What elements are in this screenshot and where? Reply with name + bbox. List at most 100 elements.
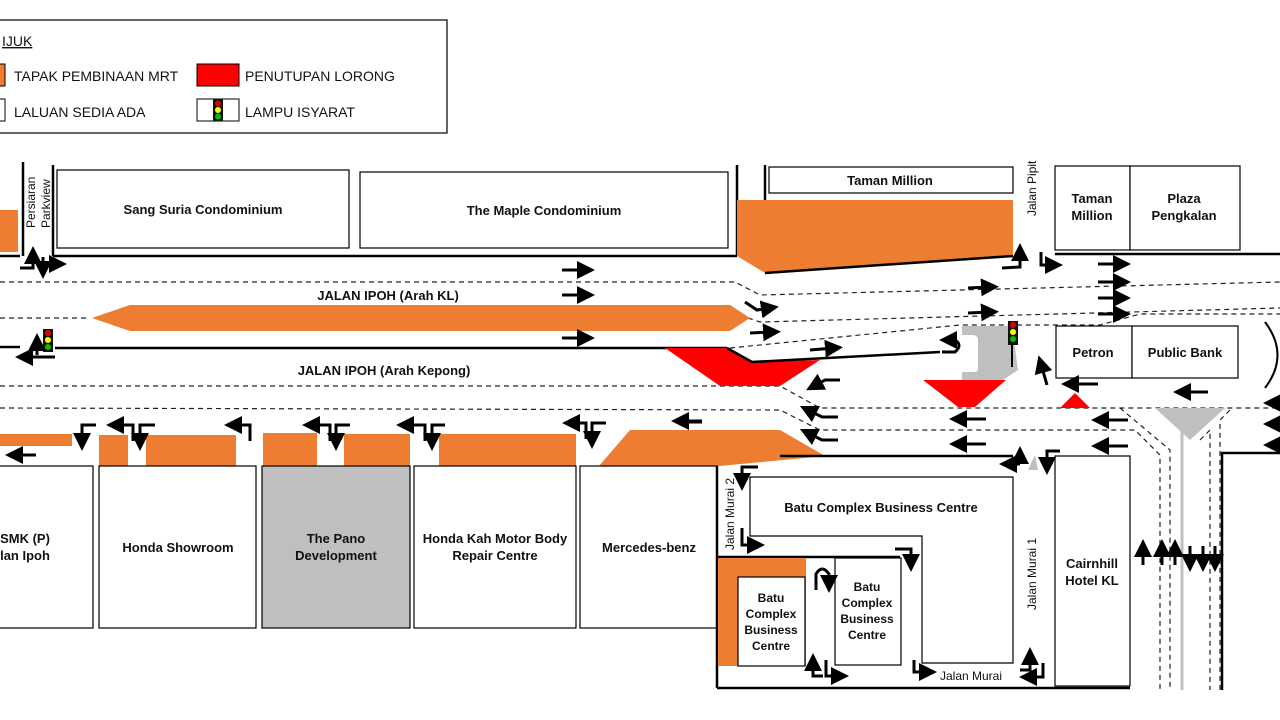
lane-closure-2: [923, 380, 1006, 407]
mrt-site-strip: [439, 434, 576, 466]
turn-arrow-icon: [1039, 252, 1063, 274]
turn-arrow-icon: [20, 246, 42, 270]
arrow-right-icon: [967, 278, 999, 297]
label-smk-1: SMK (P): [0, 531, 50, 546]
turn-arrow-icon: [1019, 663, 1045, 686]
lane-divider: [747, 307, 1280, 323]
label-maple: The Maple Condominium: [467, 203, 622, 218]
label-honda-showroom: Honda Showroom: [122, 540, 233, 555]
label-honda-kah-2: Repair Centre: [452, 548, 537, 563]
label-taman-million-1: Taman: [1072, 191, 1113, 206]
label-pano-2: Development: [295, 548, 377, 563]
arrow-right-icon: [744, 300, 779, 319]
building-public-bank: [1131, 325, 1239, 379]
building-batu-small-2: [834, 557, 902, 666]
grey-island: [962, 326, 1018, 380]
traffic-light-icon: [1008, 321, 1018, 367]
turn-arrow-icon: [804, 653, 823, 678]
road-label-persiaran: Persiaran: [24, 177, 38, 228]
arrow-left-icon: [806, 373, 840, 391]
arrow-up-icon: [1034, 355, 1053, 386]
lane-divider: [0, 385, 1280, 409]
legend-swatch-mrt: [0, 63, 6, 87]
building-cairnhill: [1054, 455, 1131, 687]
curve-edge: [1264, 321, 1279, 389]
label-cairnhill-1: Cairnhill: [1066, 556, 1118, 571]
label-mercedes: Mercedes-benz: [602, 540, 696, 555]
label-batu-small-2d: Centre: [848, 628, 886, 642]
grey-marker: [1028, 455, 1038, 470]
turn-arrow-icon: [912, 660, 937, 681]
arrow-right-icon: [967, 303, 999, 322]
label-smk-2: lan Ipoh: [0, 548, 50, 563]
legend-title: IJUK: [2, 33, 33, 49]
mrt-site-strip: [599, 430, 825, 466]
lane-closure-1: [665, 348, 820, 386]
label-sang-suria: Sang Suria Condominium: [124, 202, 283, 217]
building-honda-showroom: [98, 465, 257, 629]
label-petron: Petron: [1072, 345, 1113, 360]
road-label-parkview: Parkview: [39, 179, 53, 228]
legend-label-existing: LALUAN SEDIA ADA: [14, 104, 146, 120]
turn-arrow-icon: [224, 416, 252, 441]
mrt-site-left-top: [0, 210, 18, 252]
road-edge: [764, 254, 1014, 275]
arrow-left-icon: [799, 428, 838, 446]
turn-arrow-icon: [423, 423, 445, 451]
turn-arrow-icon: [327, 423, 350, 451]
road-edge: [1220, 451, 1280, 690]
legend-swatch-closure: [196, 63, 240, 87]
label-cairnhill-2: Hotel KL: [1065, 573, 1119, 588]
turn-arrow-icon: [583, 421, 606, 449]
mrt-site-strip: [344, 434, 410, 466]
arrow-right-icon: [809, 339, 843, 358]
label-batu-small-2b: Complex: [842, 596, 893, 610]
road-label-jalan-ipoh-kl: JALAN IPOH (Arah KL): [317, 288, 459, 303]
mrt-site-strip: [0, 434, 72, 446]
traffic-arrows: [5, 243, 1280, 686]
legend-label-signal: LAMPU ISYARAT: [245, 104, 355, 120]
u-turn-icon: [939, 331, 961, 354]
label-taman-million-top: Taman Million: [847, 173, 933, 188]
lane-divider: [0, 407, 1161, 690]
building-smk: [0, 465, 94, 629]
road-label-jalan-murai-2: Jalan Murai 2: [723, 478, 737, 550]
label-batu-small-1c: Business: [744, 623, 798, 637]
turn-arrow-icon: [733, 465, 758, 491]
u-turn-icon: [814, 567, 838, 593]
turn-arrow-icon: [895, 547, 920, 572]
label-batu-main: Batu Complex Business Centre: [784, 500, 978, 515]
label-taman-million-2: Million: [1071, 208, 1112, 223]
turn-arrow-icon: [1038, 449, 1060, 475]
lane-divider: [1119, 407, 1171, 690]
turn-arrow-icon: [131, 423, 155, 451]
mrt-site-strip: [263, 433, 317, 466]
mrt-site-median: [92, 305, 750, 331]
lane-divider: [1199, 428, 1211, 690]
building-taman-million-top: [768, 166, 1014, 194]
road-label-jalan-murai: Jalan Murai: [940, 669, 1002, 683]
label-batu-small-1d: Centre: [752, 639, 790, 653]
turn-arrow-icon: [1020, 647, 1039, 672]
road-edge: [751, 350, 941, 364]
lane-divider: [0, 281, 1280, 296]
building-sang-suria: [56, 169, 350, 249]
legend-swatch-existing: [0, 98, 6, 122]
label-honda-kah-1: Honda Kah Motor Body: [423, 531, 568, 546]
building-plaza-pengkalan: [1129, 165, 1241, 251]
lane-closure-3: [1060, 393, 1090, 408]
road-label-jalan-pipit: Jalan Pipit: [1025, 160, 1039, 216]
road-label-jalan-ipoh-kepong: JALAN IPOH (Arah Kepong): [298, 363, 471, 378]
mrt-site-strip: [146, 435, 236, 466]
road-edge: [726, 346, 753, 364]
mrt-site-taman-million: [737, 200, 1013, 273]
label-public-bank: Public Bank: [1148, 345, 1223, 360]
label-plaza-2: Pengkalan: [1151, 208, 1216, 223]
label-batu-small-1a: Batu: [758, 591, 785, 605]
turn-arrow-icon: [740, 528, 765, 554]
turn-arrow-icon: [824, 660, 849, 685]
label-batu-small-2c: Business: [840, 612, 894, 626]
grey-median-triangle: [1155, 408, 1225, 440]
label-pano-1: The Pano: [307, 531, 366, 546]
